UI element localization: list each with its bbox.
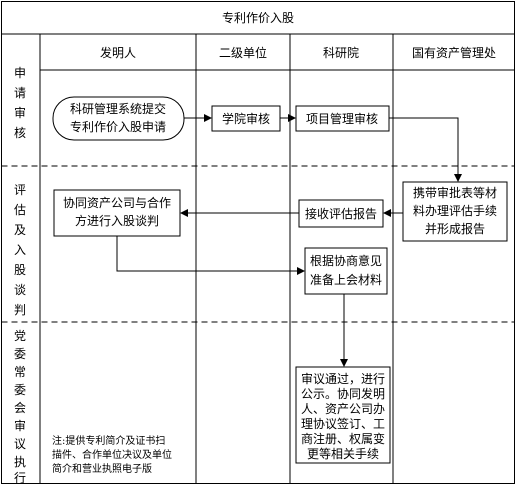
svg-text:谈: 谈 <box>14 283 26 297</box>
svg-text:请: 请 <box>14 86 26 100</box>
svg-text:专利作价入股申请: 专利作价入股申请 <box>70 119 166 134</box>
svg-text:接收评估报告: 接收评估报告 <box>305 206 377 221</box>
svg-text:估: 估 <box>14 203 26 217</box>
node-prepare-materials: 根据协商意见 准备上会材料 <box>304 247 388 295</box>
svg-text:党: 党 <box>14 328 26 343</box>
svg-text:会: 会 <box>14 401 26 415</box>
svg-text:描件、合作单位决议及单位: 描件、合作单位决议及单位 <box>52 448 172 461</box>
svg-text:理协议签订、工: 理协议签订、工 <box>301 416 385 431</box>
svg-text:科研管理系统提交: 科研管理系统提交 <box>70 101 166 116</box>
svg-text:判: 判 <box>14 303 26 317</box>
svg-text:常: 常 <box>14 365 26 379</box>
svg-text:行: 行 <box>14 471 26 485</box>
lane-header-state-assets-office: 国有资产管理处 <box>412 45 496 60</box>
svg-text:核: 核 <box>14 126 26 140</box>
node-negotiation: 协同资产公司与合作 方进行入股谈判 <box>53 189 181 237</box>
svg-text:携带审批表等材: 携带审批表等材 <box>413 185 497 200</box>
phase-label-committee-execution: 党 委 常 委 会 审 议 执 行 <box>14 328 26 485</box>
svg-text:股: 股 <box>14 263 26 277</box>
node-project-review: 项目管理审核 <box>295 105 390 132</box>
page-title: 专利作价入股 <box>222 10 294 25</box>
svg-text:审议通过，进行: 审议通过，进行 <box>301 371 385 386</box>
node-submit-application: 科研管理系统提交 专利作价入股申请 <box>52 96 185 141</box>
svg-text:委: 委 <box>14 347 26 361</box>
arrow-project-to-assets <box>389 117 462 182</box>
svg-text:及: 及 <box>14 223 26 237</box>
node-final-approval: 审议通过，进行 公示。协同发明 人、资产公司办 理协议签订、工 商注册、权属变 … <box>295 366 391 464</box>
svg-text:执: 执 <box>14 455 26 469</box>
phase-label-evaluation-negotiation: 评 估 及 入 股 谈 判 <box>14 183 26 317</box>
lane-header-research-institute: 科研院 <box>323 46 359 60</box>
node-assets-evaluation: 携带审批表等材 料办理评估手续 并形成报告 <box>402 181 508 242</box>
svg-text:审: 审 <box>14 418 26 433</box>
svg-text:审: 审 <box>14 105 26 120</box>
svg-text:议: 议 <box>14 437 26 451</box>
lane-header-secondary-unit: 二级单位 <box>219 45 267 60</box>
arrow-negotiate-to-prepare <box>116 236 305 275</box>
svg-text:申: 申 <box>14 66 26 80</box>
svg-text:根据协商意见: 根据协商意见 <box>310 253 382 268</box>
svg-text:学院审核: 学院审核 <box>222 111 270 126</box>
footnote: 注:提供专利简介及证书扫 描件、合作单位决议及单位 简介和营业执照电子版 <box>52 434 172 475</box>
svg-text:注:提供专利简介及证书扫: 注:提供专利简介及证书扫 <box>52 434 165 447</box>
svg-text:公示。协同发明: 公示。协同发明 <box>301 386 385 401</box>
svg-text:简介和营业执照电子版: 简介和营业执照电子版 <box>52 462 152 475</box>
svg-text:更等相关手续: 更等相关手续 <box>307 447 379 461</box>
svg-text:委: 委 <box>14 383 26 397</box>
node-college-review: 学院审核 <box>211 105 281 132</box>
svg-text:料办理评估手续: 料办理评估手续 <box>413 203 497 218</box>
lane-header-inventor: 发明人 <box>100 45 136 60</box>
svg-text:入: 入 <box>14 243 26 257</box>
svg-text:商注册、权属变: 商注册、权属变 <box>301 431 385 446</box>
svg-text:人、资产公司办: 人、资产公司办 <box>301 401 385 416</box>
svg-text:项目管理审核: 项目管理审核 <box>306 111 378 126</box>
svg-text:方进行入股谈判: 方进行入股谈判 <box>75 213 159 228</box>
svg-text:并形成报告: 并形成报告 <box>425 221 485 236</box>
phase-label-application-review: 申 请 审 核 <box>14 66 26 140</box>
node-receive-report: 接收评估报告 <box>298 199 384 228</box>
svg-text:准备上会材料: 准备上会材料 <box>310 273 382 287</box>
svg-text:评: 评 <box>14 183 26 197</box>
svg-text:协同资产公司与合作: 协同资产公司与合作 <box>63 195 171 210</box>
